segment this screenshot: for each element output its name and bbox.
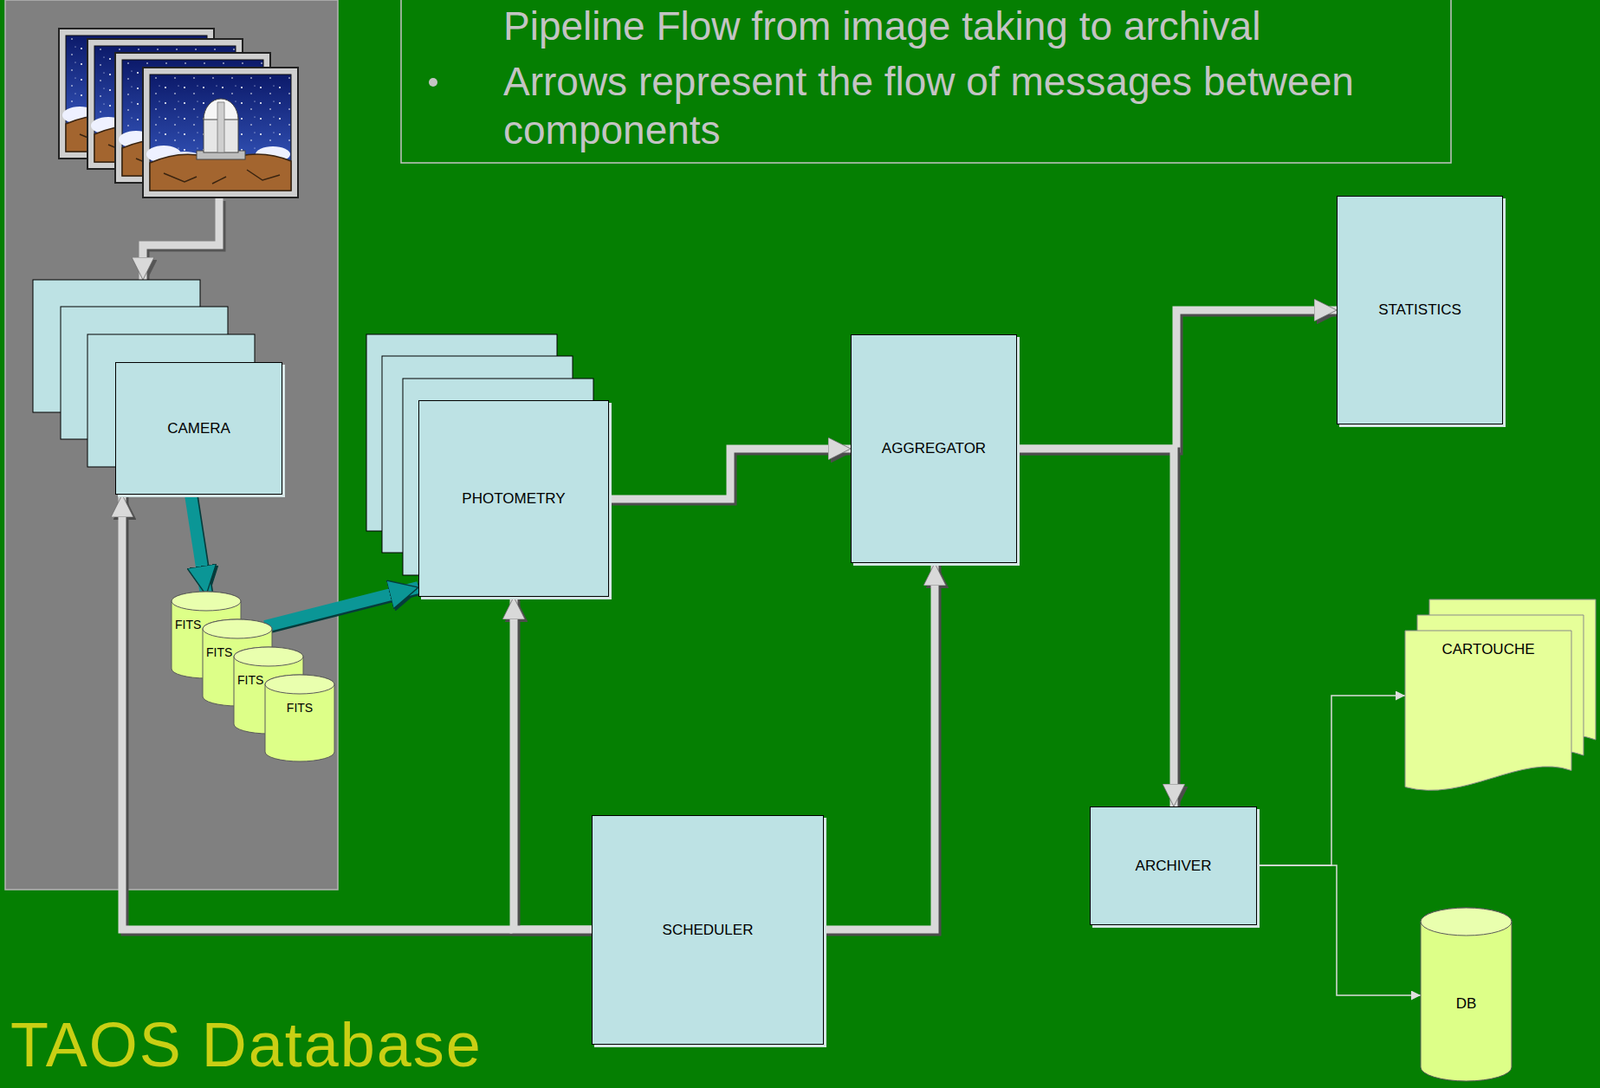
node-label: FITS	[206, 645, 233, 660]
document-outline	[1405, 630, 1572, 791]
cylinder-top	[202, 619, 273, 639]
message-arrow	[1017, 448, 1174, 807]
node-label: ARCHIVER	[1135, 857, 1212, 875]
node-label: AGGREGATOR	[881, 440, 986, 458]
node-label: FITS	[174, 617, 201, 632]
node-label: CARTOUCHE	[1441, 641, 1535, 659]
message-arrow	[190, 494, 207, 596]
message-arrow	[513, 596, 592, 930]
message-arrow	[1256, 695, 1406, 866]
message-arrow	[265, 587, 419, 627]
cylinder-top	[233, 647, 304, 667]
cylinder-body	[1420, 907, 1512, 1082]
image-flow-arrow	[142, 198, 220, 280]
scheduler-box: SCHEDULER	[591, 815, 824, 1045]
node-label: DB	[1456, 995, 1477, 1013]
slide-title: TAOS Database	[10, 1010, 483, 1080]
message-arrow	[1256, 865, 1421, 996]
cylinder-body	[265, 674, 335, 762]
cylinder-top	[1420, 907, 1512, 936]
message-arrow	[608, 448, 851, 499]
text-frame	[401, 0, 1452, 163]
photometry-box: PHOTOMETRY	[418, 400, 609, 597]
archiver-box: ARCHIVER	[1089, 806, 1257, 926]
message-arrow	[823, 563, 935, 930]
node-label: CAMERA	[167, 420, 231, 438]
telescope-images	[58, 28, 298, 198]
cylinder-shape	[265, 674, 335, 762]
bullet	[428, 77, 438, 87]
cylinder-shape	[1420, 907, 1512, 1082]
db-cylinder: DB	[1420, 907, 1512, 1082]
node-label: SCHEDULER	[662, 921, 754, 940]
node-label: FITS	[286, 700, 313, 715]
slide-text: Pipeline Flow from image taking to archi…	[503, 1, 1439, 51]
camera-box: CAMERA	[115, 362, 283, 495]
slide-text: Arrows represent the flow of messages be…	[503, 57, 1370, 155]
cartouche-document: CARTOUCHE	[1405, 630, 1572, 796]
fits-file: FITS	[265, 674, 335, 762]
aggregator-box: AGGREGATOR	[850, 334, 1018, 564]
message-arrow	[1017, 310, 1337, 449]
node-label: PHOTOMETRY	[461, 490, 565, 508]
camera-panel	[5, 0, 338, 890]
cylinder-top	[265, 674, 335, 694]
node-label: FITS	[237, 673, 264, 687]
node-label: STATISTICS	[1378, 301, 1462, 319]
cylinder-top	[171, 591, 241, 611]
statistics-box: STATISTICS	[1336, 195, 1503, 425]
